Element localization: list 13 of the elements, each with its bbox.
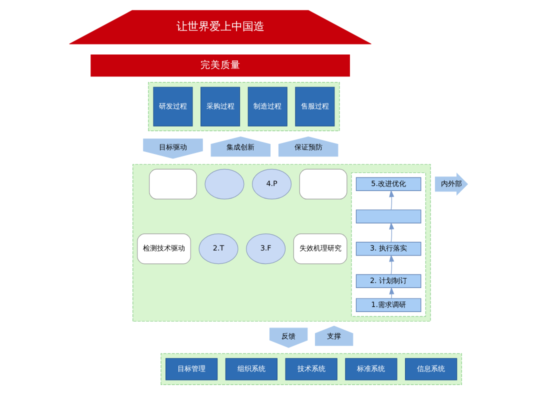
arrow	[388, 254, 394, 275]
arrow	[388, 222, 394, 242]
node-circle	[204, 168, 244, 200]
cluster	[160, 353, 462, 386]
arrow	[388, 287, 394, 299]
cluster	[148, 82, 340, 132]
cluster	[350, 172, 426, 317]
cluster	[132, 164, 430, 322]
node-box	[355, 210, 421, 224]
node-box: 完美质量	[90, 54, 350, 77]
node-box	[298, 168, 347, 200]
arrow	[388, 190, 394, 210]
node-box	[148, 168, 196, 200]
